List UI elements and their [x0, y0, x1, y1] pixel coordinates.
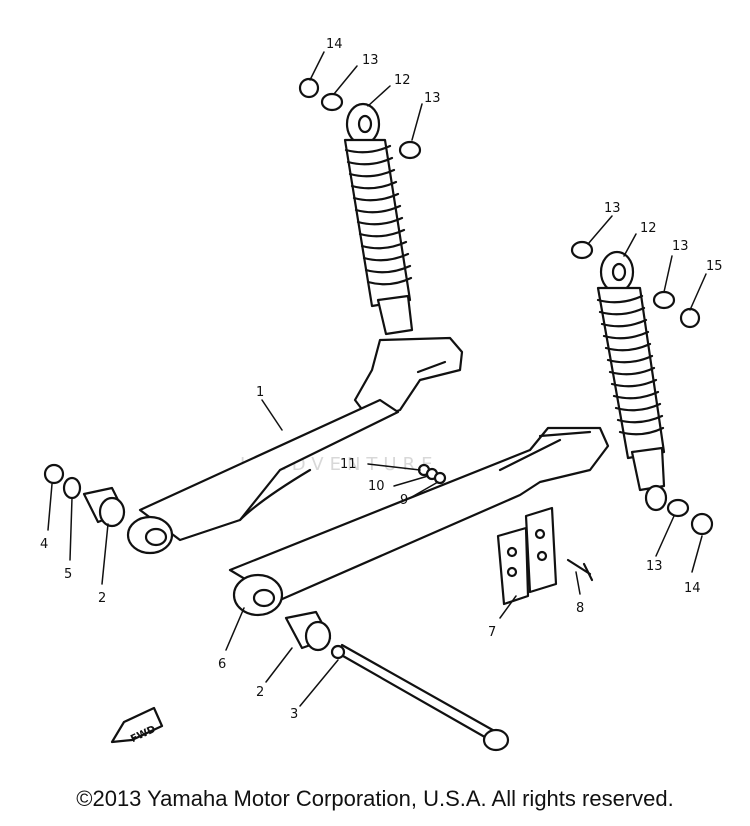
callout-9: 9: [400, 493, 408, 508]
right-shock-absorber: [596, 250, 668, 512]
callout-14: 14: [326, 37, 343, 52]
swing-arm: [126, 336, 610, 617]
copyright-notice: ©2013 Yamaha Motor Corporation, U.S.A. A…: [76, 786, 674, 811]
callout-13: 13: [362, 53, 379, 68]
left-shock-absorber: [343, 102, 414, 336]
callout-3: 3: [290, 707, 298, 722]
callout-12: 12: [394, 73, 411, 88]
bracket-plates: [496, 506, 594, 606]
bushing-lower: [284, 610, 332, 652]
callout-2: 2: [256, 685, 264, 700]
callout-10: 10: [368, 479, 385, 494]
right-shock-hardware: [570, 240, 714, 536]
callout-1: 1: [256, 385, 264, 400]
rear-suspension-exploded-diagram: LEADVENTURE: [40, 37, 723, 752]
forward-direction-arrow: FWD: [110, 706, 164, 745]
leader-lines: [47, 51, 707, 707]
callout-6: 6: [218, 657, 226, 672]
callout-numbers: 14 13 12 13 13 12 13 15 1 11 10 9 4 5 2 …: [40, 37, 723, 722]
pivot-shaft: [330, 643, 510, 752]
pivot-nut-washer: [43, 463, 82, 500]
left-shock-hardware: [298, 77, 422, 160]
callout-15: 15: [706, 259, 723, 274]
callout-13: 13: [672, 239, 689, 254]
callout-7: 7: [488, 625, 496, 640]
callout-2: 2: [98, 591, 106, 606]
callout-14: 14: [684, 581, 701, 596]
callout-5: 5: [64, 567, 72, 582]
callout-13: 13: [646, 559, 663, 574]
callout-8: 8: [576, 601, 584, 616]
callout-13: 13: [424, 91, 441, 106]
callout-11: 11: [340, 457, 357, 472]
callout-4: 4: [40, 537, 48, 552]
callout-12: 12: [640, 221, 657, 236]
bushing-left: [82, 486, 126, 528]
callout-13: 13: [604, 201, 621, 216]
